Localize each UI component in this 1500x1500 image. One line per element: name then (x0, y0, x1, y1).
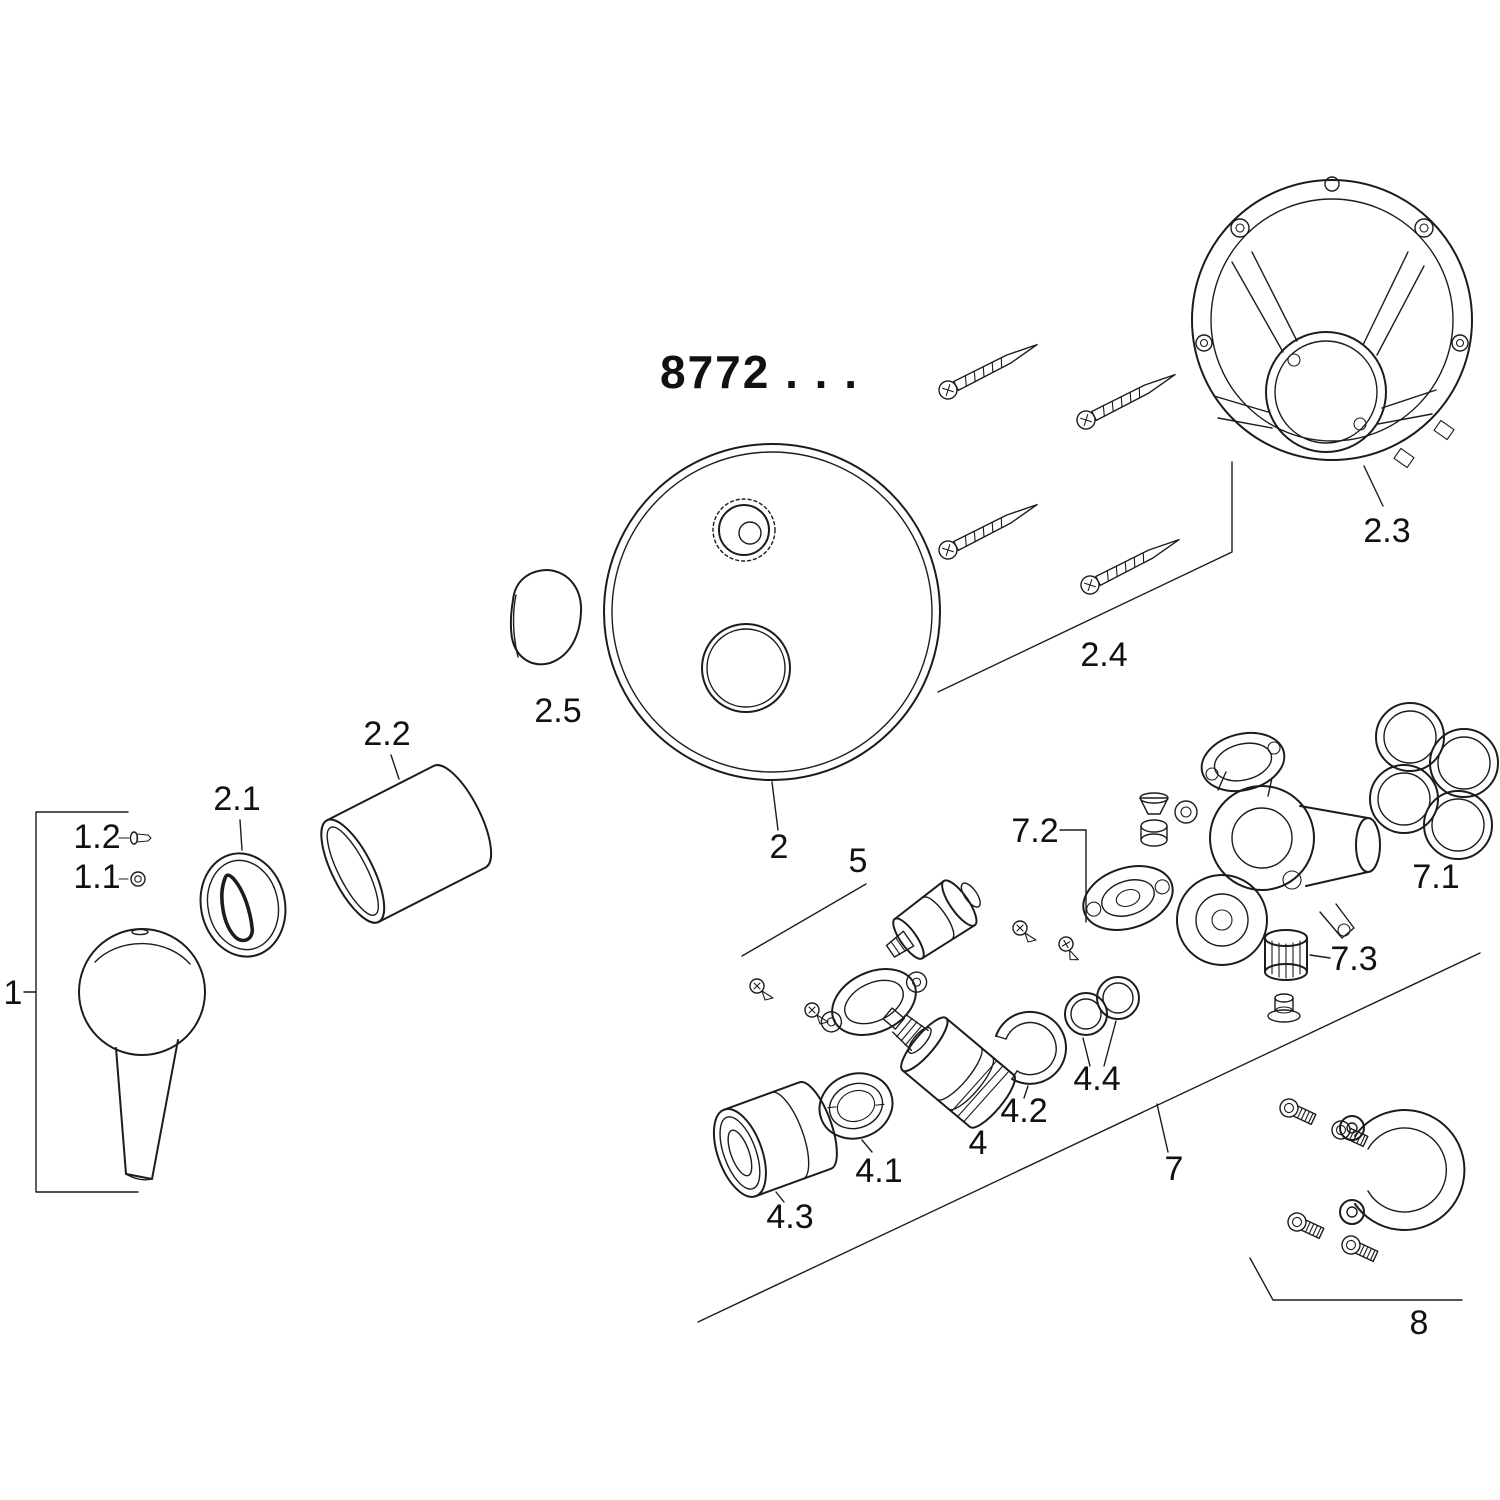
small-screw-2 (1054, 934, 1084, 963)
part-1-2-screw (118, 831, 152, 845)
part-7-leader (697, 952, 1481, 1323)
part-5-screw-1 (749, 978, 774, 1001)
oring-b (1096, 976, 1140, 1020)
part-2-cover-plate (603, 443, 941, 831)
part-4-2-ring (995, 1010, 1067, 1099)
label-part-2: 2 (770, 828, 789, 866)
screw-2 (1073, 365, 1180, 433)
part-1-bracket (23, 811, 139, 1193)
screw-4 (1077, 530, 1184, 598)
label-part-2-2: 2.2 (363, 715, 410, 753)
part-7-3-nut (1264, 929, 1331, 1023)
part-5-screw-2 (804, 1002, 829, 1025)
part-8-screw-4 (1338, 1232, 1380, 1266)
part-4-cartridge (882, 1007, 1016, 1129)
label-part-2-1: 2.1 (213, 780, 260, 818)
label-part-7-2: 7.2 (1011, 812, 1058, 850)
part-8-group (1249, 1095, 1466, 1301)
part-5-cartridge (885, 879, 981, 960)
label-part-4-2: 4.2 (1000, 1092, 1047, 1130)
part-1-lever-handle (78, 928, 206, 1181)
part-2-4-screws (935, 335, 1233, 693)
part-4-3-sleeve (712, 1081, 838, 1203)
part-8-clip (1339, 1109, 1466, 1231)
oring-2 (1429, 728, 1499, 798)
screw-1 (935, 335, 1042, 403)
label-part-2-5: 2.5 (534, 692, 581, 730)
part-2-5-button (509, 569, 583, 666)
label-part-4-3: 4.3 (766, 1198, 813, 1236)
label-part-5: 5 (849, 842, 868, 880)
part-2-1-escutcheon (199, 819, 287, 958)
part-2-3-mounting-ring (1191, 176, 1473, 507)
label-part-1: 1 (4, 974, 23, 1012)
part-5-gasket (820, 968, 928, 1036)
screw-3 (935, 495, 1042, 563)
part-8-screw-3 (1284, 1209, 1326, 1243)
part-2-2-sleeve (320, 754, 493, 924)
part-7-2-flange (1059, 792, 1174, 931)
part-8-screw-1 (1276, 1095, 1318, 1129)
small-screws (1012, 920, 1084, 963)
part-5-group (741, 879, 981, 1036)
label-part-4-4: 4.4 (1073, 1060, 1120, 1098)
part-7-1-orings (1369, 702, 1499, 860)
part-7-valve-body (1174, 731, 1381, 966)
label-part-1-2: 1.2 (73, 818, 120, 856)
label-part-4: 4 (969, 1124, 988, 1162)
diagram-title: 8772 . . . (660, 346, 859, 398)
label-part-4-1: 4.1 (855, 1152, 902, 1190)
label-part-7-3: 7.3 (1330, 940, 1377, 978)
part-1-1-nut (118, 871, 146, 887)
label-part-7: 7 (1165, 1150, 1184, 1188)
oring-a (1064, 992, 1108, 1036)
oring-3 (1369, 764, 1439, 834)
oring-1 (1375, 702, 1445, 772)
part-4-4-orings (1064, 976, 1140, 1067)
label-part-2-3: 2.3 (1363, 512, 1410, 550)
label-part-7-1: 7.1 (1412, 858, 1459, 896)
oring-4 (1423, 790, 1493, 860)
small-screw-1 (1012, 920, 1037, 943)
part-4-1-lockring (818, 1072, 894, 1153)
label-part-1-1: 1.1 (73, 858, 120, 896)
label-part-8: 8 (1410, 1304, 1429, 1342)
label-part-2-4: 2.4 (1080, 636, 1127, 674)
